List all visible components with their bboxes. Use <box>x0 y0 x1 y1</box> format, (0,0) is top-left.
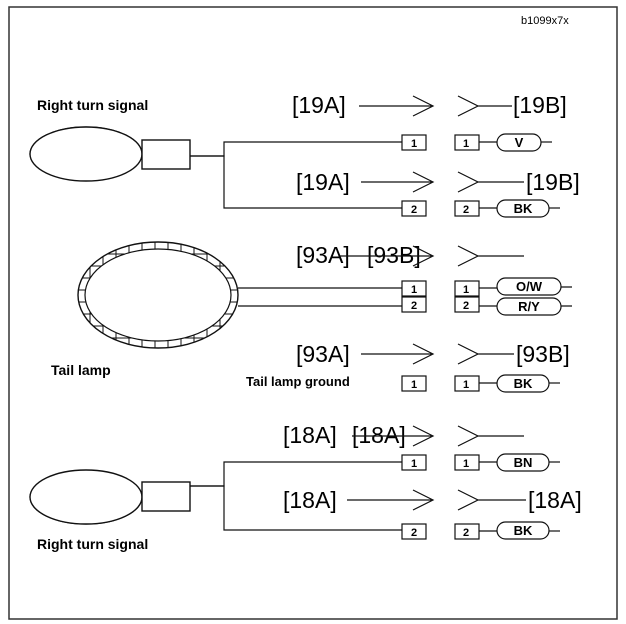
connector-18a-2b: [18A] <box>528 487 582 513</box>
pin-93a-ground: 1 <box>411 379 417 391</box>
pin-box-93a-ground <box>401 375 427 392</box>
wire-bottom-turn-1 <box>190 461 402 487</box>
pin-box-93b-2 <box>454 296 480 313</box>
wire-bottom-turn-2 <box>190 485 402 531</box>
connector-18a-1: [18A] <box>283 422 337 448</box>
arrow-18a-1b <box>457 425 524 447</box>
pin-93b-2: 2 <box>463 300 469 312</box>
pin-19b-1: 1 <box>463 138 469 150</box>
wire-top-turn-2 <box>190 155 402 209</box>
connector-19a-2: [19A] <box>296 169 350 195</box>
arrow-19a-1 <box>359 95 435 117</box>
pin-93b-1: 1 <box>463 284 469 296</box>
pin-19a-2: 2 <box>411 204 417 216</box>
connector-18a-2: [18A] <box>283 487 337 513</box>
wire-color-v: V <box>515 135 524 150</box>
arrow-93b-2 <box>457 343 514 365</box>
pin-93a-2: 2 <box>411 300 417 312</box>
pin-93b-ground: 1 <box>463 379 469 391</box>
pin-18a-2: 2 <box>411 527 417 539</box>
pin-93a-1: 1 <box>411 284 417 296</box>
wire-color-ow: O/W <box>516 279 543 294</box>
connector-19b-2: [19B] <box>526 169 580 195</box>
pin-18a-2b: 2 <box>463 527 469 539</box>
label-tail-lamp: Tail lamp <box>51 362 111 378</box>
right-turn-signal-bottom-lamp <box>29 469 191 525</box>
pin-box-18a-1 <box>401 454 427 471</box>
connector-19b-1: [19B] <box>513 92 567 118</box>
pin-box-19a-1 <box>401 134 427 151</box>
pin-box-93a-2 <box>401 296 427 313</box>
arrow-19b-1 <box>457 95 512 117</box>
wire-color-ry: R/Y <box>518 299 540 314</box>
arrow-93-1 <box>340 245 435 267</box>
pin-box-93a-1 <box>401 280 427 297</box>
connector-19a-1: [19A] <box>292 92 346 118</box>
arrow-19b-2 <box>457 171 524 193</box>
arrow-18a-2b <box>457 489 526 511</box>
wire-color-bk-2: BK <box>514 376 533 391</box>
pin-box-18a-2 <box>401 523 427 540</box>
connector-93b-2: [93B] <box>516 341 570 367</box>
pin-19a-1: 1 <box>411 138 417 150</box>
wire-color-bk-3: BK <box>514 523 533 538</box>
connector-93a-1: [93A] <box>296 242 350 268</box>
label-right-turn-signal-bottom: Right turn signal <box>37 536 148 552</box>
pin-18a-1: 1 <box>411 458 417 470</box>
wire-color-bk-1: BK <box>514 201 533 216</box>
arrow-93a-2 <box>361 343 435 365</box>
connector-93b-1: [93B] <box>367 242 421 268</box>
connector-18a-1b: [18A] <box>352 422 406 448</box>
arrow-18a-1 <box>352 425 435 447</box>
arrow-19a-2 <box>361 171 435 193</box>
wire-top-turn-1 <box>190 141 402 157</box>
pin-18a-1b: 1 <box>463 458 469 470</box>
diagram-frame <box>8 6 618 620</box>
label-tail-lamp-ground: Tail lamp ground <box>246 374 350 389</box>
wire-color-bn: BN <box>514 455 533 470</box>
tail-lamp <box>77 241 239 349</box>
arrow-18a-2 <box>347 489 435 511</box>
right-turn-signal-top-lamp <box>29 126 191 182</box>
reference-code: b1099x7x <box>521 15 569 27</box>
connector-93a-2: [93A] <box>296 341 350 367</box>
arrow-93-1b <box>457 245 524 267</box>
label-right-turn-signal-top: Right turn signal <box>37 97 148 113</box>
pin-box-19a-2 <box>401 200 427 217</box>
pin-19b-2: 2 <box>463 204 469 216</box>
